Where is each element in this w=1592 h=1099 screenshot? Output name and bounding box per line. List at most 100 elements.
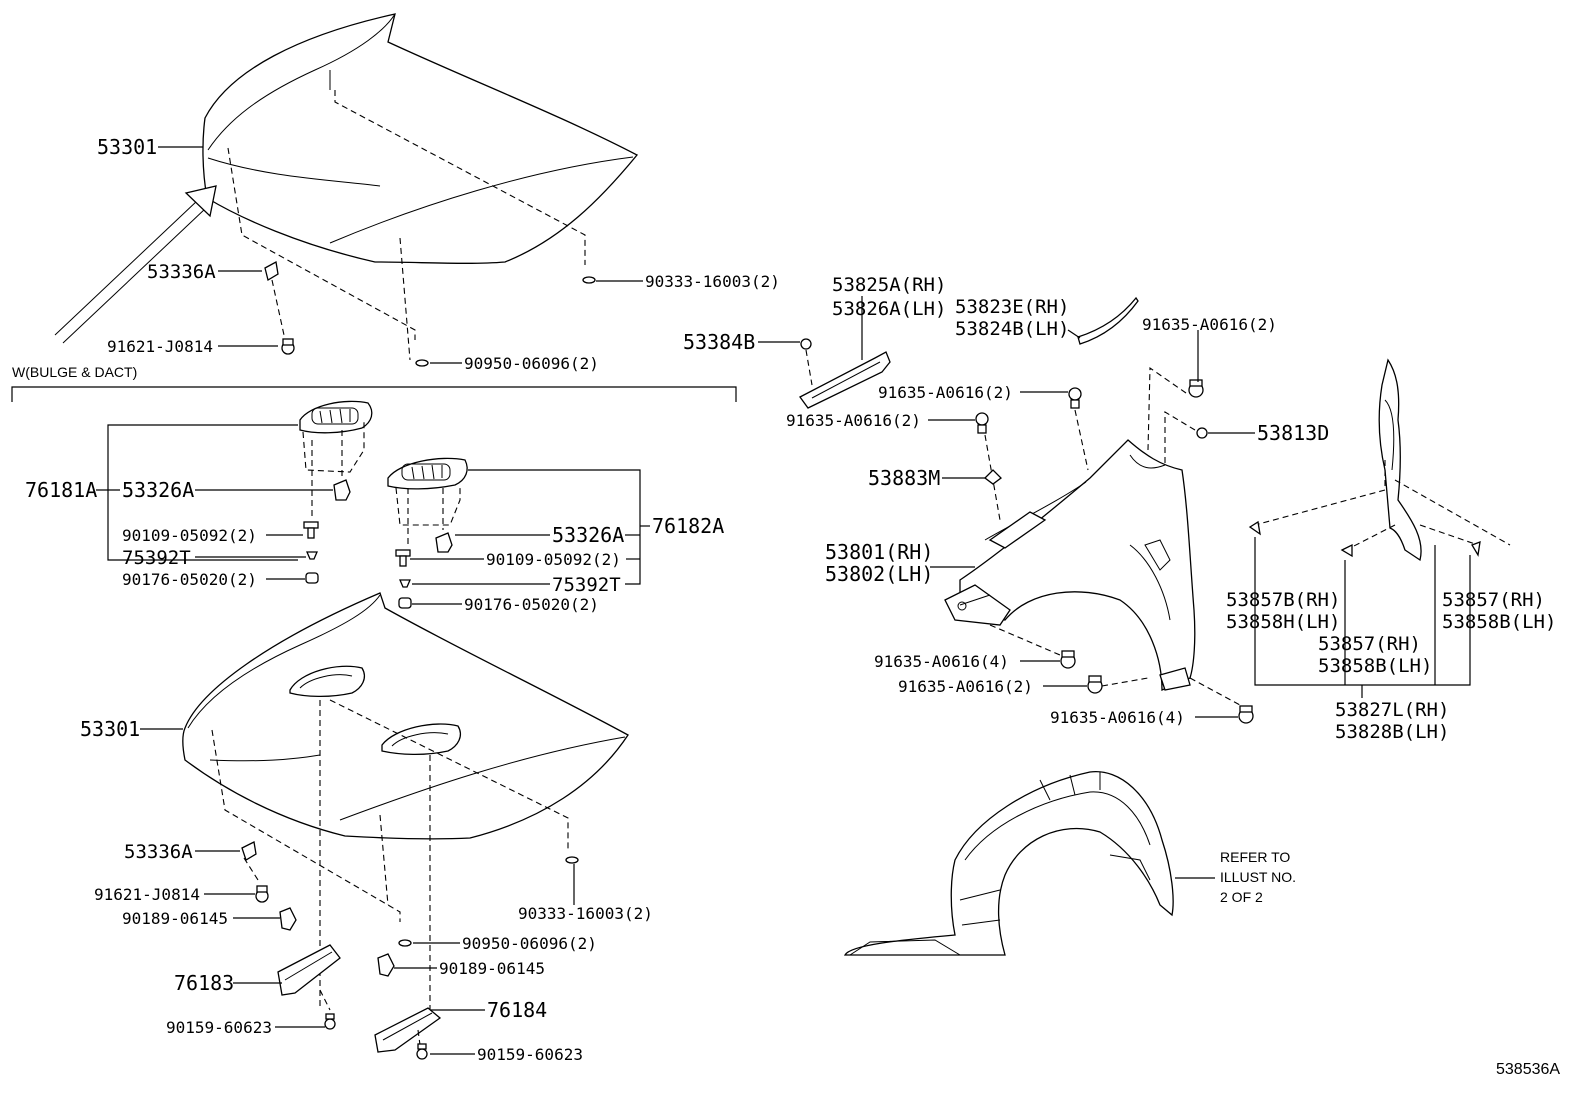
hood-top[interactable] bbox=[202, 13, 639, 264]
label-90176-right[interactable]: 90176-05020(2) bbox=[464, 595, 599, 614]
label-75392t-right[interactable]: 75392T bbox=[552, 574, 621, 596]
clip-icon bbox=[279, 907, 297, 931]
label-53826a[interactable]: 53826A(LH) bbox=[832, 298, 946, 320]
label-53301-top[interactable]: 53301 bbox=[97, 135, 157, 159]
bolt-icon bbox=[1087, 675, 1103, 694]
grommet-icon bbox=[398, 597, 412, 609]
label-91635-top-right[interactable]: 91635-A0616(2) bbox=[1142, 315, 1277, 334]
fender-seal-strip[interactable] bbox=[1077, 296, 1139, 345]
bolt-icon bbox=[975, 412, 989, 434]
fender-apron-panel[interactable] bbox=[1378, 358, 1422, 562]
clip-icon bbox=[1196, 427, 1208, 439]
hood-insulator-right[interactable] bbox=[374, 1007, 442, 1053]
section-label: W(BULGE & DACT) bbox=[12, 364, 137, 380]
hood-cushion-icon bbox=[398, 939, 412, 947]
label-90159-left[interactable]: 90159-60623 bbox=[166, 1018, 272, 1037]
bolt-icon bbox=[1238, 705, 1254, 724]
hood-support-clip-icon bbox=[264, 260, 279, 282]
hood-seal-pad-icon bbox=[582, 276, 596, 284]
diagram-id: 538536A bbox=[1496, 1061, 1560, 1078]
label-90189-right[interactable]: 90189-06145 bbox=[439, 959, 545, 978]
label-76181a[interactable]: 76181A bbox=[25, 478, 97, 502]
label-90950-top[interactable]: 90950-06096(2) bbox=[464, 354, 599, 373]
label-53858b-right[interactable]: 53858B(LH) bbox=[1442, 611, 1556, 633]
label-53802[interactable]: 53802(LH) bbox=[825, 562, 933, 586]
label-53858h[interactable]: 53858H(LH) bbox=[1226, 611, 1340, 633]
label-91621-bottom[interactable]: 91621-J0814 bbox=[94, 885, 200, 904]
label-91635-left[interactable]: 91635-A0616(2) bbox=[786, 411, 921, 430]
refer-note-line-3: 2 OF 2 bbox=[1220, 889, 1263, 905]
bolt-icon bbox=[281, 338, 295, 355]
bolt-icon bbox=[1068, 387, 1082, 409]
bolt-icon bbox=[255, 885, 269, 903]
label-90333-top[interactable]: 90333-16003(2) bbox=[645, 272, 780, 291]
fender-liner[interactable] bbox=[843, 771, 1174, 956]
label-53857-right[interactable]: 53857(RH) bbox=[1442, 589, 1545, 611]
label-91635-2b[interactable]: 91635-A0616(2) bbox=[898, 677, 1033, 696]
refer-note-line-2: ILLUST NO. bbox=[1220, 869, 1296, 885]
label-76183[interactable]: 76183 bbox=[174, 971, 234, 995]
clip-icon bbox=[1340, 543, 1353, 558]
screw-icon bbox=[395, 549, 411, 567]
clip-icon bbox=[377, 953, 395, 977]
front-fender[interactable] bbox=[944, 439, 1196, 691]
label-53857b[interactable]: 53857B(RH) bbox=[1226, 589, 1340, 611]
label-90189-left[interactable]: 90189-06145 bbox=[122, 909, 228, 928]
label-53858b-mid[interactable]: 53858B(LH) bbox=[1318, 655, 1432, 677]
label-90109-left[interactable]: 90109-05092(2) bbox=[122, 526, 257, 545]
label-53301-bottom[interactable]: 53301 bbox=[80, 717, 140, 741]
label-90176-left[interactable]: 90176-05020(2) bbox=[122, 570, 257, 589]
label-53883m[interactable]: 53883M bbox=[868, 466, 940, 490]
fender-pad-icon bbox=[984, 469, 1002, 485]
hood-seal-pad-icon bbox=[565, 856, 579, 864]
hood-support-clip-icon bbox=[241, 841, 257, 861]
bolt-icon bbox=[1060, 650, 1076, 669]
label-53326a-right[interactable]: 53326A bbox=[552, 523, 624, 547]
label-76184[interactable]: 76184 bbox=[487, 998, 547, 1022]
label-53827l[interactable]: 53827L(RH) bbox=[1335, 699, 1449, 721]
screw-icon bbox=[303, 521, 319, 539]
bolt-icon bbox=[416, 1043, 428, 1060]
label-53824b[interactable]: 53824B(LH) bbox=[955, 318, 1069, 340]
view-arrow-icon bbox=[54, 185, 217, 344]
label-53336a-bottom[interactable]: 53336A bbox=[124, 841, 193, 863]
hood-cushion-icon bbox=[415, 359, 429, 367]
hood-scoop-right[interactable] bbox=[387, 457, 468, 490]
clip-icon bbox=[800, 338, 812, 350]
grommet-icon bbox=[305, 572, 319, 584]
hood-insulator-left[interactable] bbox=[277, 944, 341, 996]
label-91621-top[interactable]: 91621-J0814 bbox=[107, 337, 213, 356]
label-91635-mid[interactable]: 91635-A0616(2) bbox=[878, 383, 1013, 402]
label-53384b[interactable]: 53384B bbox=[683, 330, 755, 354]
label-53857-mid[interactable]: 53857(RH) bbox=[1318, 633, 1421, 655]
bolt-icon bbox=[324, 1013, 336, 1030]
label-90109-right[interactable]: 90109-05092(2) bbox=[486, 550, 621, 569]
clip-icon bbox=[1471, 541, 1481, 557]
label-90950-bottom[interactable]: 90950-06096(2) bbox=[462, 934, 597, 953]
label-53823e[interactable]: 53823E(RH) bbox=[955, 296, 1069, 318]
clip-icon bbox=[333, 479, 351, 501]
nut-icon bbox=[399, 579, 411, 588]
section-bracket bbox=[11, 386, 737, 402]
hood-scoop-left[interactable] bbox=[299, 400, 373, 434]
label-90333-bottom[interactable]: 90333-16003(2) bbox=[518, 904, 653, 923]
bolt-icon bbox=[1188, 379, 1204, 398]
label-91635-4a[interactable]: 91635-A0616(4) bbox=[874, 652, 1009, 671]
nut-icon bbox=[306, 551, 318, 560]
label-75392t-left[interactable]: 75392T bbox=[122, 547, 191, 569]
label-53825a[interactable]: 53825A(RH) bbox=[832, 274, 946, 296]
hood-bottom[interactable] bbox=[182, 592, 629, 840]
clip-icon bbox=[435, 532, 453, 553]
refer-note-line-1: REFER TO bbox=[1220, 849, 1290, 865]
label-91635-4b[interactable]: 91635-A0616(4) bbox=[1050, 708, 1185, 727]
label-53801[interactable]: 53801(RH) bbox=[825, 540, 933, 564]
label-53326a-left[interactable]: 53326A bbox=[122, 478, 194, 502]
clip-icon bbox=[1248, 520, 1261, 536]
label-53828b[interactable]: 53828B(LH) bbox=[1335, 721, 1449, 743]
label-90159-right[interactable]: 90159-60623 bbox=[477, 1045, 583, 1064]
label-53813d[interactable]: 53813D bbox=[1257, 421, 1329, 445]
label-53336a-top[interactable]: 53336A bbox=[147, 261, 216, 283]
label-76182a[interactable]: 76182A bbox=[652, 514, 724, 538]
fender-seal-upper[interactable] bbox=[799, 351, 891, 409]
